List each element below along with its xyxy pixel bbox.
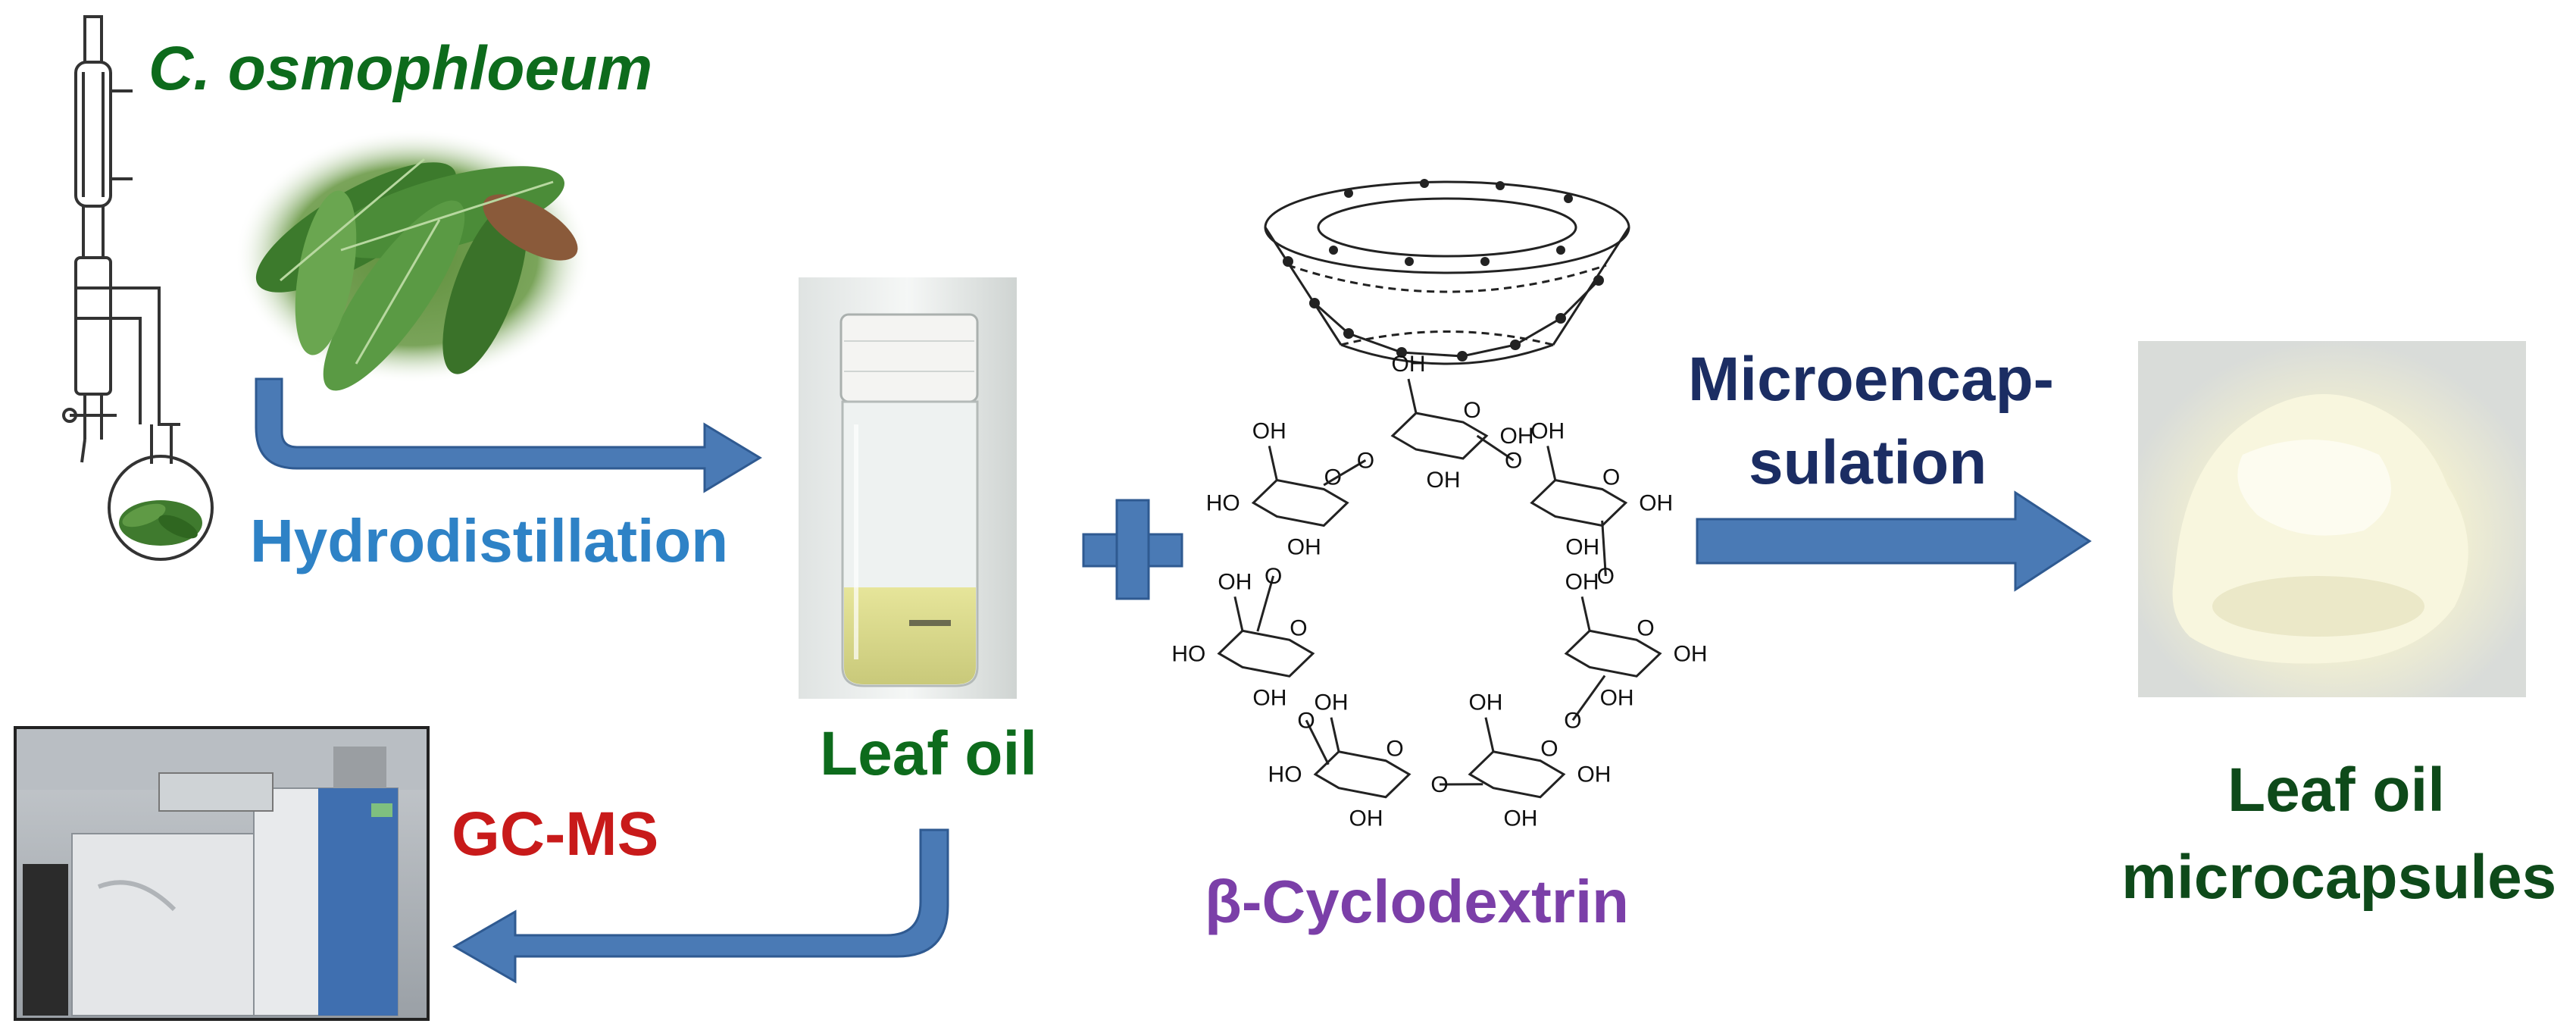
hydroxyl-label: OH [1287, 534, 1321, 559]
hydroxyl-label: OH [1349, 806, 1383, 831]
hydroxyl-label: OH [1565, 569, 1599, 594]
ring-oxygen-label: O [1637, 615, 1654, 640]
hydroxyl-label: OH [1427, 468, 1461, 493]
glycosidic-bond [1601, 520, 1607, 577]
glycosidic-bond [1476, 434, 1515, 462]
hydroxyl-label: OH [1252, 418, 1286, 443]
ring-oxygen-label: O [1602, 465, 1620, 490]
leaf-oil-label: Leaf oil [820, 719, 1038, 788]
ring-oxygen-label: O [1540, 737, 1558, 762]
cyclodextrin-cone-icon [1264, 179, 1630, 365]
ring-oxygen-label: O [1290, 615, 1307, 640]
glycosidic-oxygen-label: O [1597, 564, 1615, 589]
hydroxyl-label: HO [1206, 490, 1240, 515]
hydroxyl-label: OH [1315, 690, 1349, 715]
ring-oxygen-label: O [1463, 398, 1480, 423]
hydroxyl-label: OH [1503, 806, 1537, 831]
hydroxyl-label: OH [1252, 685, 1286, 710]
glycosidic-oxygen-label: O [1505, 448, 1522, 473]
glycosidic-oxygen-label: O [1564, 708, 1581, 733]
powder-photo [2138, 341, 2526, 697]
hydroxyl-label: HO [1268, 762, 1302, 787]
gcms-instrument-photo [14, 726, 430, 1021]
ch2oh-bond [1330, 717, 1340, 753]
microencapsulation-label-line1: Microencap- [1688, 345, 2054, 414]
ring-oxygen-label: O [1386, 737, 1403, 762]
hydrodistillation-arrow [258, 383, 758, 485]
ch2oh-bond [1407, 378, 1418, 414]
plus-icon [1082, 499, 1183, 600]
microencapsulation-arrow [1696, 490, 2092, 592]
leaf-photo [235, 129, 591, 391]
hydroxyl-label: OH [1639, 490, 1673, 515]
species-label: C. osmophloeum [148, 34, 653, 103]
ring-oxygen-label: O [1324, 465, 1342, 490]
hydrodistillation-label: Hydrodistillation [250, 507, 729, 574]
gcms-label: GC-MS [452, 800, 659, 869]
hydroxyl-label: OH [1674, 641, 1708, 666]
distillation-apparatus-icon [62, 15, 214, 561]
product-label-line2: microcapsules [2121, 843, 2557, 912]
glycosidic-bond [1305, 719, 1330, 765]
hydroxyl-label: OH [1530, 418, 1565, 443]
glycosidic-oxygen-label: O [1297, 708, 1315, 733]
hydroxyl-label: OH [1218, 569, 1252, 594]
cyclodextrin-structure: OOHOHOHOOOHOHOHOOOHOHOHOOOHOHOHOOHOOHOHO… [1171, 352, 1707, 831]
hydroxyl-label: OH [1565, 534, 1599, 559]
microencapsulation-label-line2: sulation [1749, 428, 1987, 497]
cyclodextrin-label: β-Cyclodextrin [1205, 868, 1630, 935]
ch2oh-bond [1484, 717, 1495, 753]
glycosidic-bond [1323, 459, 1367, 487]
glycosidic-bond [1256, 575, 1275, 632]
ch2oh-bond [1546, 446, 1557, 481]
ch2oh-bond [1580, 596, 1591, 631]
oil-vial-photo [799, 277, 1017, 699]
hydroxyl-label: OH [1500, 424, 1534, 449]
gcms-arrow [452, 828, 949, 984]
flask-leaves [119, 500, 202, 546]
hydroxyl-label: HO [1171, 641, 1205, 666]
ch2oh-bond [1233, 596, 1244, 631]
glycosidic-oxygen-label: O [1430, 772, 1448, 797]
glycosidic-oxygen-label: O [1357, 448, 1374, 473]
hydroxyl-label: OH [1600, 685, 1634, 710]
hydroxyl-label: OH [1468, 690, 1502, 715]
product-label-line1: Leaf oil [2227, 756, 2446, 825]
hydroxyl-label: OH [1577, 762, 1611, 787]
ch2oh-bond [1268, 446, 1278, 481]
hydroxyl-label: OH [1392, 352, 1426, 377]
hydrodistillation-arrow-body [255, 377, 762, 493]
glycosidic-oxygen-label: O [1265, 564, 1282, 589]
glycosidic-bond [1571, 675, 1606, 722]
